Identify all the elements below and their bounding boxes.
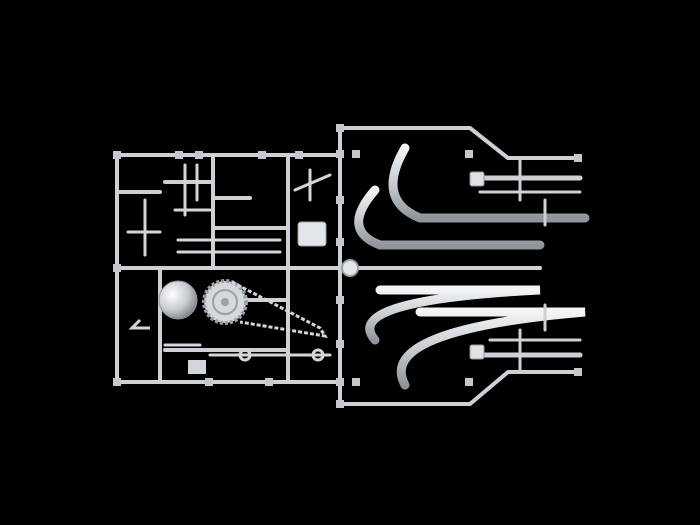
gate-tabs <box>113 124 582 408</box>
exhaust-pipes <box>354 143 590 390</box>
sprocket-gear <box>202 279 248 325</box>
engine-cover-part <box>297 221 327 247</box>
drive-chain <box>231 280 329 339</box>
small-parts-bottom <box>163 343 332 374</box>
lever-parts <box>126 163 332 257</box>
headlight-dome <box>128 280 198 330</box>
bracket-parts <box>469 171 485 360</box>
center-hub <box>341 259 359 277</box>
